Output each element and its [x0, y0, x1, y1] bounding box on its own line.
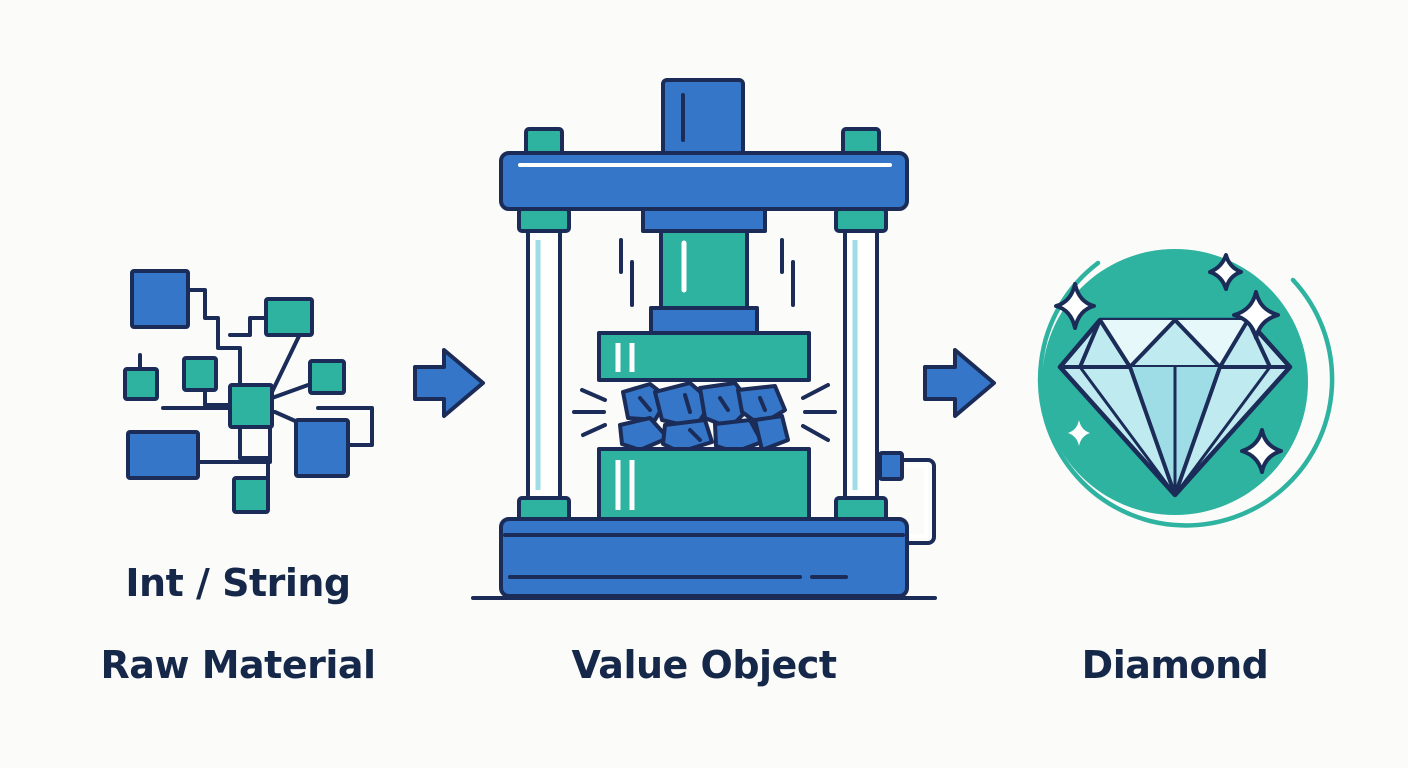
raw-material-label: Raw Material	[100, 643, 376, 687]
diamond-label: Diamond	[1081, 643, 1269, 687]
gem	[1057, 317, 1293, 498]
right-arrow-icon	[923, 348, 996, 418]
connector-lines	[138, 288, 374, 484]
value-object-label: Value Object	[571, 643, 837, 687]
sparkle-icons	[1054, 253, 1283, 474]
motion-lines	[572, 238, 837, 442]
hydraulic-press-icon	[471, 78, 937, 600]
right-arrow-icon	[413, 348, 485, 418]
scattered-blocks-icon	[123, 269, 374, 514]
diamond-icon	[1037, 249, 1335, 528]
crushed-fragments	[618, 381, 790, 454]
raw-material-type-label: Int / String	[125, 561, 351, 605]
